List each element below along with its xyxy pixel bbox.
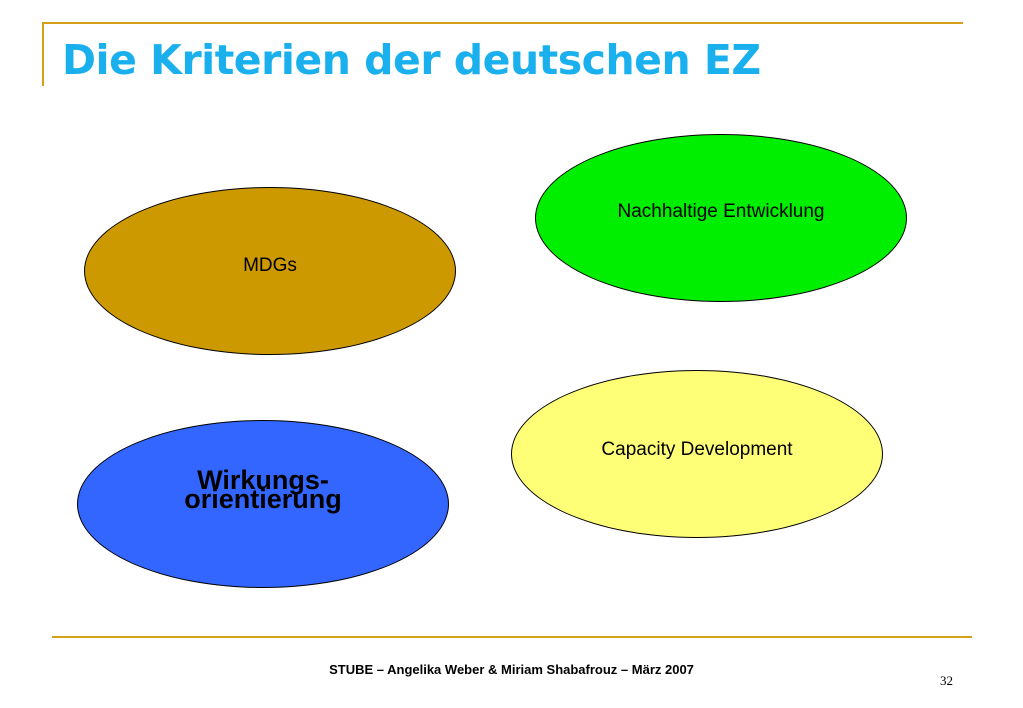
top-rule [42,22,963,24]
slide-footer: STUBE – Angelika Weber & Miriam Shabafro… [329,662,694,677]
bottom-rule [52,636,972,638]
ellipse-capacity-development-label: Capacity Development [601,439,793,460]
ellipse-nachhaltige-entwicklung-label: Nachhaltige Entwicklung [617,201,825,222]
left-rule [42,22,44,86]
ellipse-wirkungsorientierung-label: Wirkungs- orientierung [184,465,342,516]
wirkungs-line-1: Wirkungs- [197,465,329,495]
ellipse-mdgs: MDGs [84,187,456,355]
ellipse-wirkungsorientierung: Wirkungs- orientierung [77,420,449,588]
ellipse-capacity-development: Capacity Development [511,370,883,538]
slide-title: Die Kriterien der deutschen EZ [62,36,761,84]
page-number: 32 [940,673,953,688]
wirkungs-line-2: orientierung [184,484,342,514]
ellipse-nachhaltige-entwicklung: Nachhaltige Entwicklung [535,134,907,302]
ellipse-mdgs-label: MDGs [243,255,297,276]
